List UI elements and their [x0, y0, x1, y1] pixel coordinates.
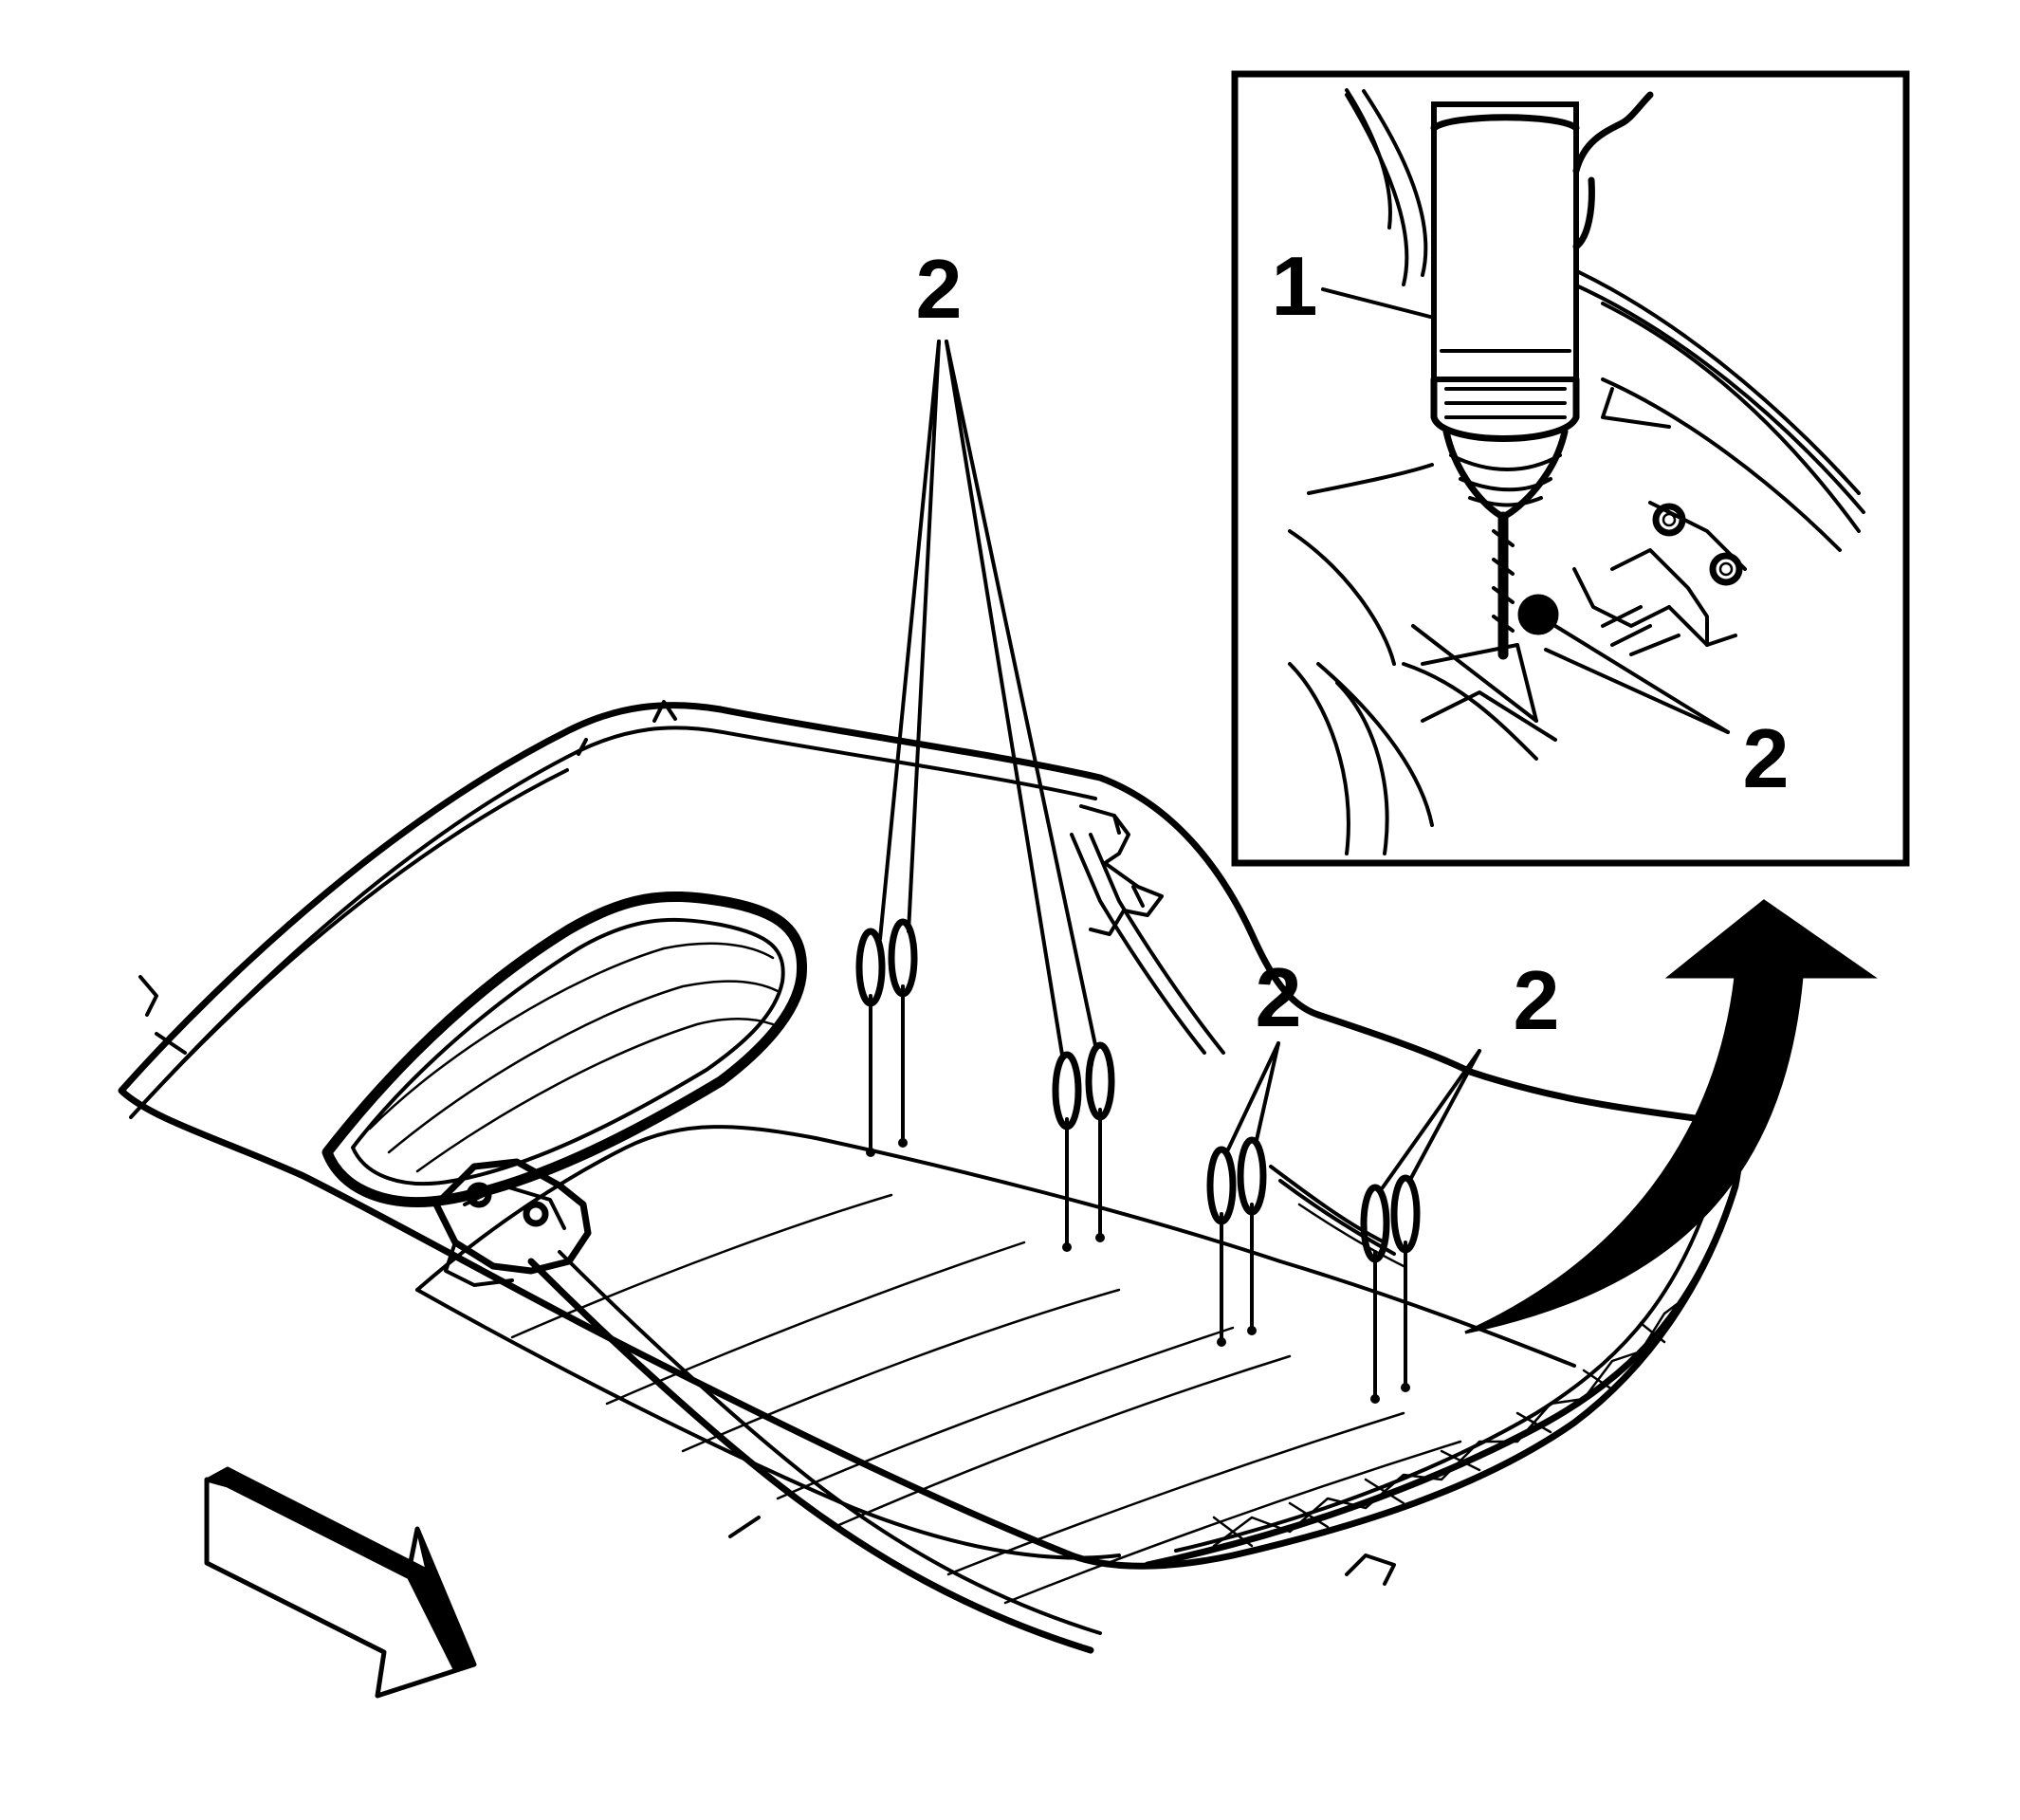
rivet	[855, 928, 886, 1157]
direction-arrow-icon	[204, 1466, 477, 1699]
callout-label-group-center: 2	[1256, 950, 1302, 1044]
rivet	[888, 918, 918, 1148]
rivet	[1052, 1051, 1082, 1252]
rivet	[1390, 1174, 1421, 1392]
callout-label-rivet: 2	[1743, 711, 1790, 805]
rivet-tool	[1430, 91, 1654, 660]
callout-label-group-left: 2	[916, 242, 963, 336]
rivet-group-right-a	[1206, 1041, 1280, 1347]
rivet-group-right-b	[1360, 1049, 1481, 1404]
rivet	[1517, 594, 1559, 635]
rivet	[1085, 1041, 1115, 1242]
rivet-group-left	[855, 340, 941, 1157]
callout-label-group-right: 2	[1514, 953, 1560, 1047]
detail-inset: 1 2	[1231, 70, 1910, 867]
rivet	[1237, 1136, 1267, 1335]
callout-label-tool: 1	[1272, 239, 1318, 333]
rivet-group-center	[945, 340, 1115, 1252]
view-arrow-icon	[1464, 899, 1878, 1334]
rivet	[1360, 1184, 1390, 1404]
rivet	[1206, 1146, 1237, 1347]
